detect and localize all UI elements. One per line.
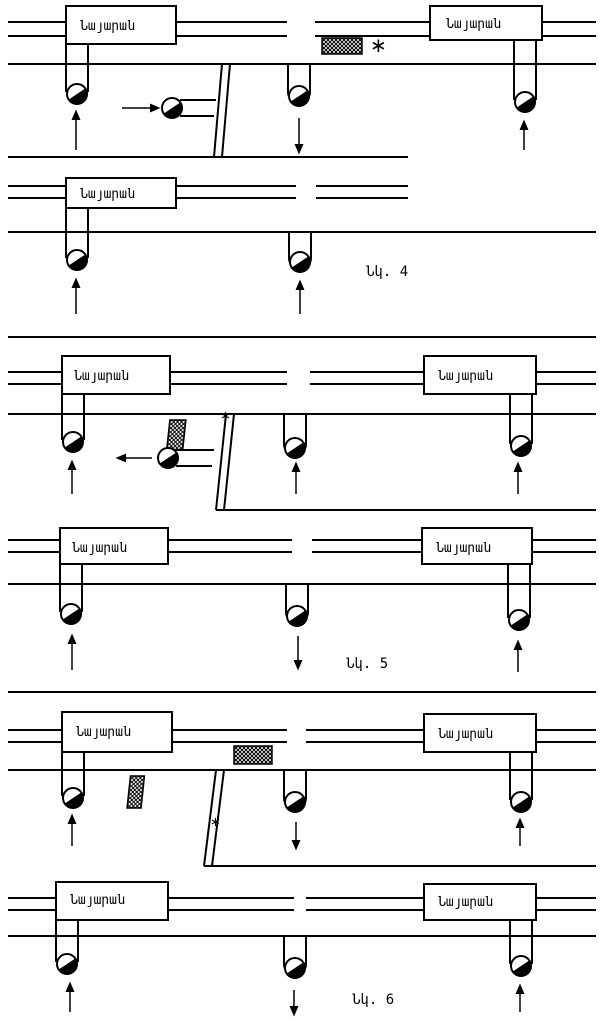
figure-4: Նայարան Նայարան ∗ Նայ [8, 5, 596, 314]
figure-caption: Նկ. 5 [346, 656, 388, 672]
building-label: Նայարան [438, 369, 493, 384]
obstacle-block [233, 745, 273, 765]
building-box [421, 527, 533, 565]
obstacle-block [321, 37, 363, 55]
obstacle-block [126, 775, 146, 809]
building-label: Նայարան [80, 187, 135, 202]
building-label: Նայարան [446, 17, 501, 32]
building-label: Նայարան [74, 369, 129, 384]
building-box [65, 5, 177, 45]
building-label: Նայարան [436, 541, 491, 556]
building-box [65, 177, 177, 209]
star-icon: ∗ [210, 815, 221, 830]
star-icon: ∗ [370, 33, 387, 57]
obstacle-block [165, 419, 187, 451]
building-label: Նայարան [72, 541, 127, 556]
figure-caption: Նկ. 6 [352, 992, 394, 1008]
building-label: Նայարան [70, 893, 125, 908]
star-icon: ∗ [220, 409, 231, 424]
building-label: Նայարան [76, 725, 131, 740]
building-box [59, 527, 169, 565]
figure-6: Նայարան Նայարան ∗ Նայարան Նայարան [8, 711, 596, 1017]
building-box [429, 5, 543, 41]
building-label: Նայարան [438, 727, 493, 742]
building-box [423, 883, 537, 921]
building-box [423, 713, 537, 753]
building-box [423, 355, 537, 395]
building-box [55, 881, 169, 921]
building-label: Նայարան [438, 895, 493, 910]
building-box [61, 355, 171, 395]
figure-caption: Նկ. 4 [366, 264, 408, 280]
building-label: Նայարան [80, 19, 135, 34]
building-box [61, 711, 173, 753]
figure-5: Նայարան Նայարան ∗ Նայարան Նայար [8, 355, 596, 672]
